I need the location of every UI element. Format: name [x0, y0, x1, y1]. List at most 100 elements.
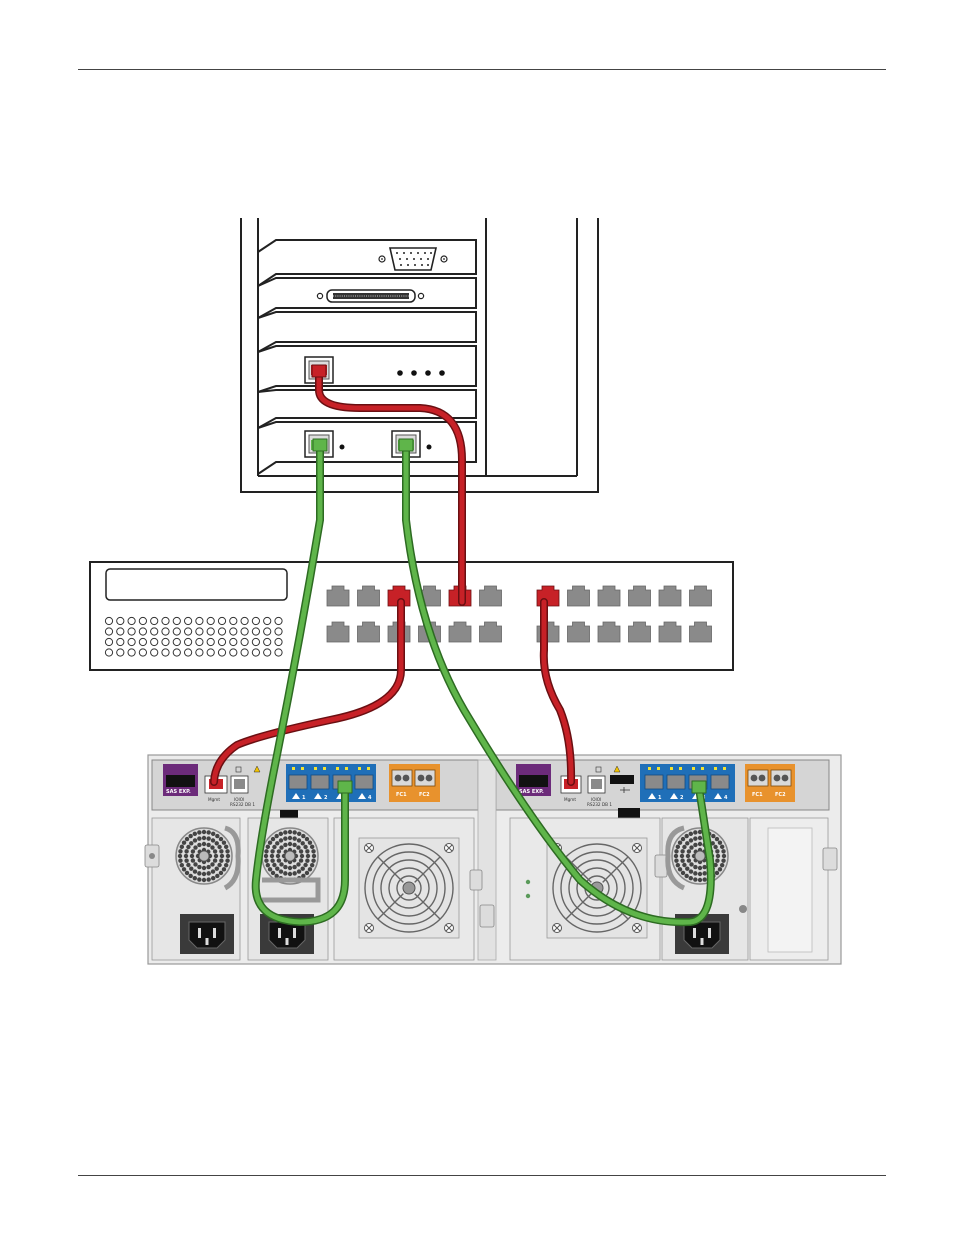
- vent-hole: [116, 637, 125, 647]
- vent-hole: [161, 616, 170, 626]
- switch-port: [326, 585, 350, 607]
- switch-port: [567, 621, 590, 643]
- fan-grill-icon: [175, 827, 233, 885]
- vent-hole: [172, 616, 181, 626]
- vent-hole: [104, 616, 114, 626]
- iscsi-port: [644, 774, 664, 790]
- switch-port: [567, 585, 590, 607]
- fc-port: [747, 769, 769, 787]
- blank-panel: [749, 817, 838, 961]
- vent-hole: [274, 627, 283, 636]
- vent-hole: [150, 616, 159, 626]
- power-inlet-icon: [675, 914, 729, 954]
- vent-hole: [138, 627, 147, 636]
- vent-hole: [251, 627, 260, 636]
- switch-port: [448, 621, 472, 643]
- iscsi-port: [710, 774, 730, 790]
- iscsi-port: [288, 774, 308, 790]
- fan-module-1: [333, 817, 495, 961]
- vent-hole: [217, 637, 227, 647]
- switch-port: [479, 621, 502, 643]
- vent-hole: [127, 616, 136, 626]
- iscsi-port-label: 4: [724, 795, 728, 801]
- iscsi-port: [666, 774, 686, 790]
- mgmt-port-label: Mgmt: [208, 797, 220, 802]
- fc-ports: FC1 FC2: [391, 769, 436, 798]
- vent-hole: [150, 637, 159, 647]
- vent-hole: [274, 637, 283, 647]
- vent-hole: [274, 648, 283, 657]
- sas-exp-label: SAS EXP.: [519, 789, 544, 795]
- vent-hole: [206, 616, 215, 626]
- vent-hole: [206, 637, 215, 647]
- vent-hole: [229, 627, 238, 636]
- network-switch: [89, 561, 734, 671]
- fc-port: [414, 769, 436, 787]
- vent-hole: [172, 637, 181, 647]
- fc-port-label: FC1: [752, 792, 763, 798]
- vent-hole: [104, 637, 114, 647]
- serial-port-sub-label: RS232 DB 1: [587, 802, 612, 807]
- vent-hole: [217, 627, 227, 636]
- switch-port: [357, 585, 380, 607]
- vent-hole: [116, 616, 125, 626]
- mgmt-port-label: Mgmt: [564, 797, 576, 802]
- vent-hole: [184, 616, 193, 626]
- vent-hole: [138, 648, 147, 657]
- vent-hole: [116, 648, 125, 657]
- header-rule: [78, 69, 886, 70]
- power-inlet-icon: [180, 914, 234, 954]
- iscsi-port-label: 2: [680, 795, 684, 801]
- pci-slot: [257, 239, 477, 475]
- iscsi-port-label: 1: [302, 795, 306, 801]
- vent-hole: [161, 637, 170, 647]
- vent-hole: [251, 616, 260, 626]
- fan-grill-icon: [546, 837, 648, 939]
- usb-icon: [620, 787, 630, 793]
- fc-port-label: FC1: [396, 792, 407, 798]
- warning-icon: [595, 765, 621, 773]
- vent-hole: [206, 627, 215, 636]
- fc-port-label: FC2: [419, 792, 430, 798]
- switch-ports: [326, 585, 712, 643]
- scsi-connector-icon: [316, 289, 425, 303]
- cables: [210, 364, 715, 927]
- switch-port: [628, 621, 651, 643]
- vent-hole: [229, 616, 238, 626]
- vga-connector-icon: [378, 247, 448, 271]
- switch-port: [326, 621, 350, 643]
- vent-hole: [240, 616, 249, 626]
- switch-port: [658, 585, 682, 607]
- serial-port-label: IOIOI: [234, 797, 244, 802]
- power-supply-1: [144, 817, 241, 961]
- switch-port: [479, 585, 502, 607]
- iscsi-port-label: 1: [658, 795, 662, 801]
- switch-port: [597, 585, 621, 607]
- vent-hole: [127, 637, 136, 647]
- footer-rule: [78, 1175, 886, 1176]
- switch-port: [658, 621, 682, 643]
- serial-port-label: IOIOI: [591, 797, 601, 802]
- vent-hole: [104, 627, 114, 636]
- fan-grill-icon: [671, 827, 729, 885]
- power-supply-2: [247, 817, 329, 961]
- switch-vent-holes: [104, 616, 283, 657]
- sas-exp-label: SAS EXP.: [166, 789, 191, 795]
- iscsi-port-label: 4: [368, 795, 372, 801]
- warning-icon: [235, 765, 261, 773]
- vent-hole: [161, 627, 170, 636]
- vent-hole: [240, 637, 249, 647]
- vent-hole: [229, 648, 238, 657]
- fan-module-2: [509, 817, 661, 961]
- vent-hole: [240, 627, 249, 636]
- vent-hole: [251, 648, 260, 657]
- vent-hole: [184, 637, 193, 647]
- vent-hole: [263, 648, 272, 657]
- vent-hole: [263, 616, 272, 626]
- fan-grill-icon: [358, 837, 460, 939]
- host-server: [240, 218, 599, 493]
